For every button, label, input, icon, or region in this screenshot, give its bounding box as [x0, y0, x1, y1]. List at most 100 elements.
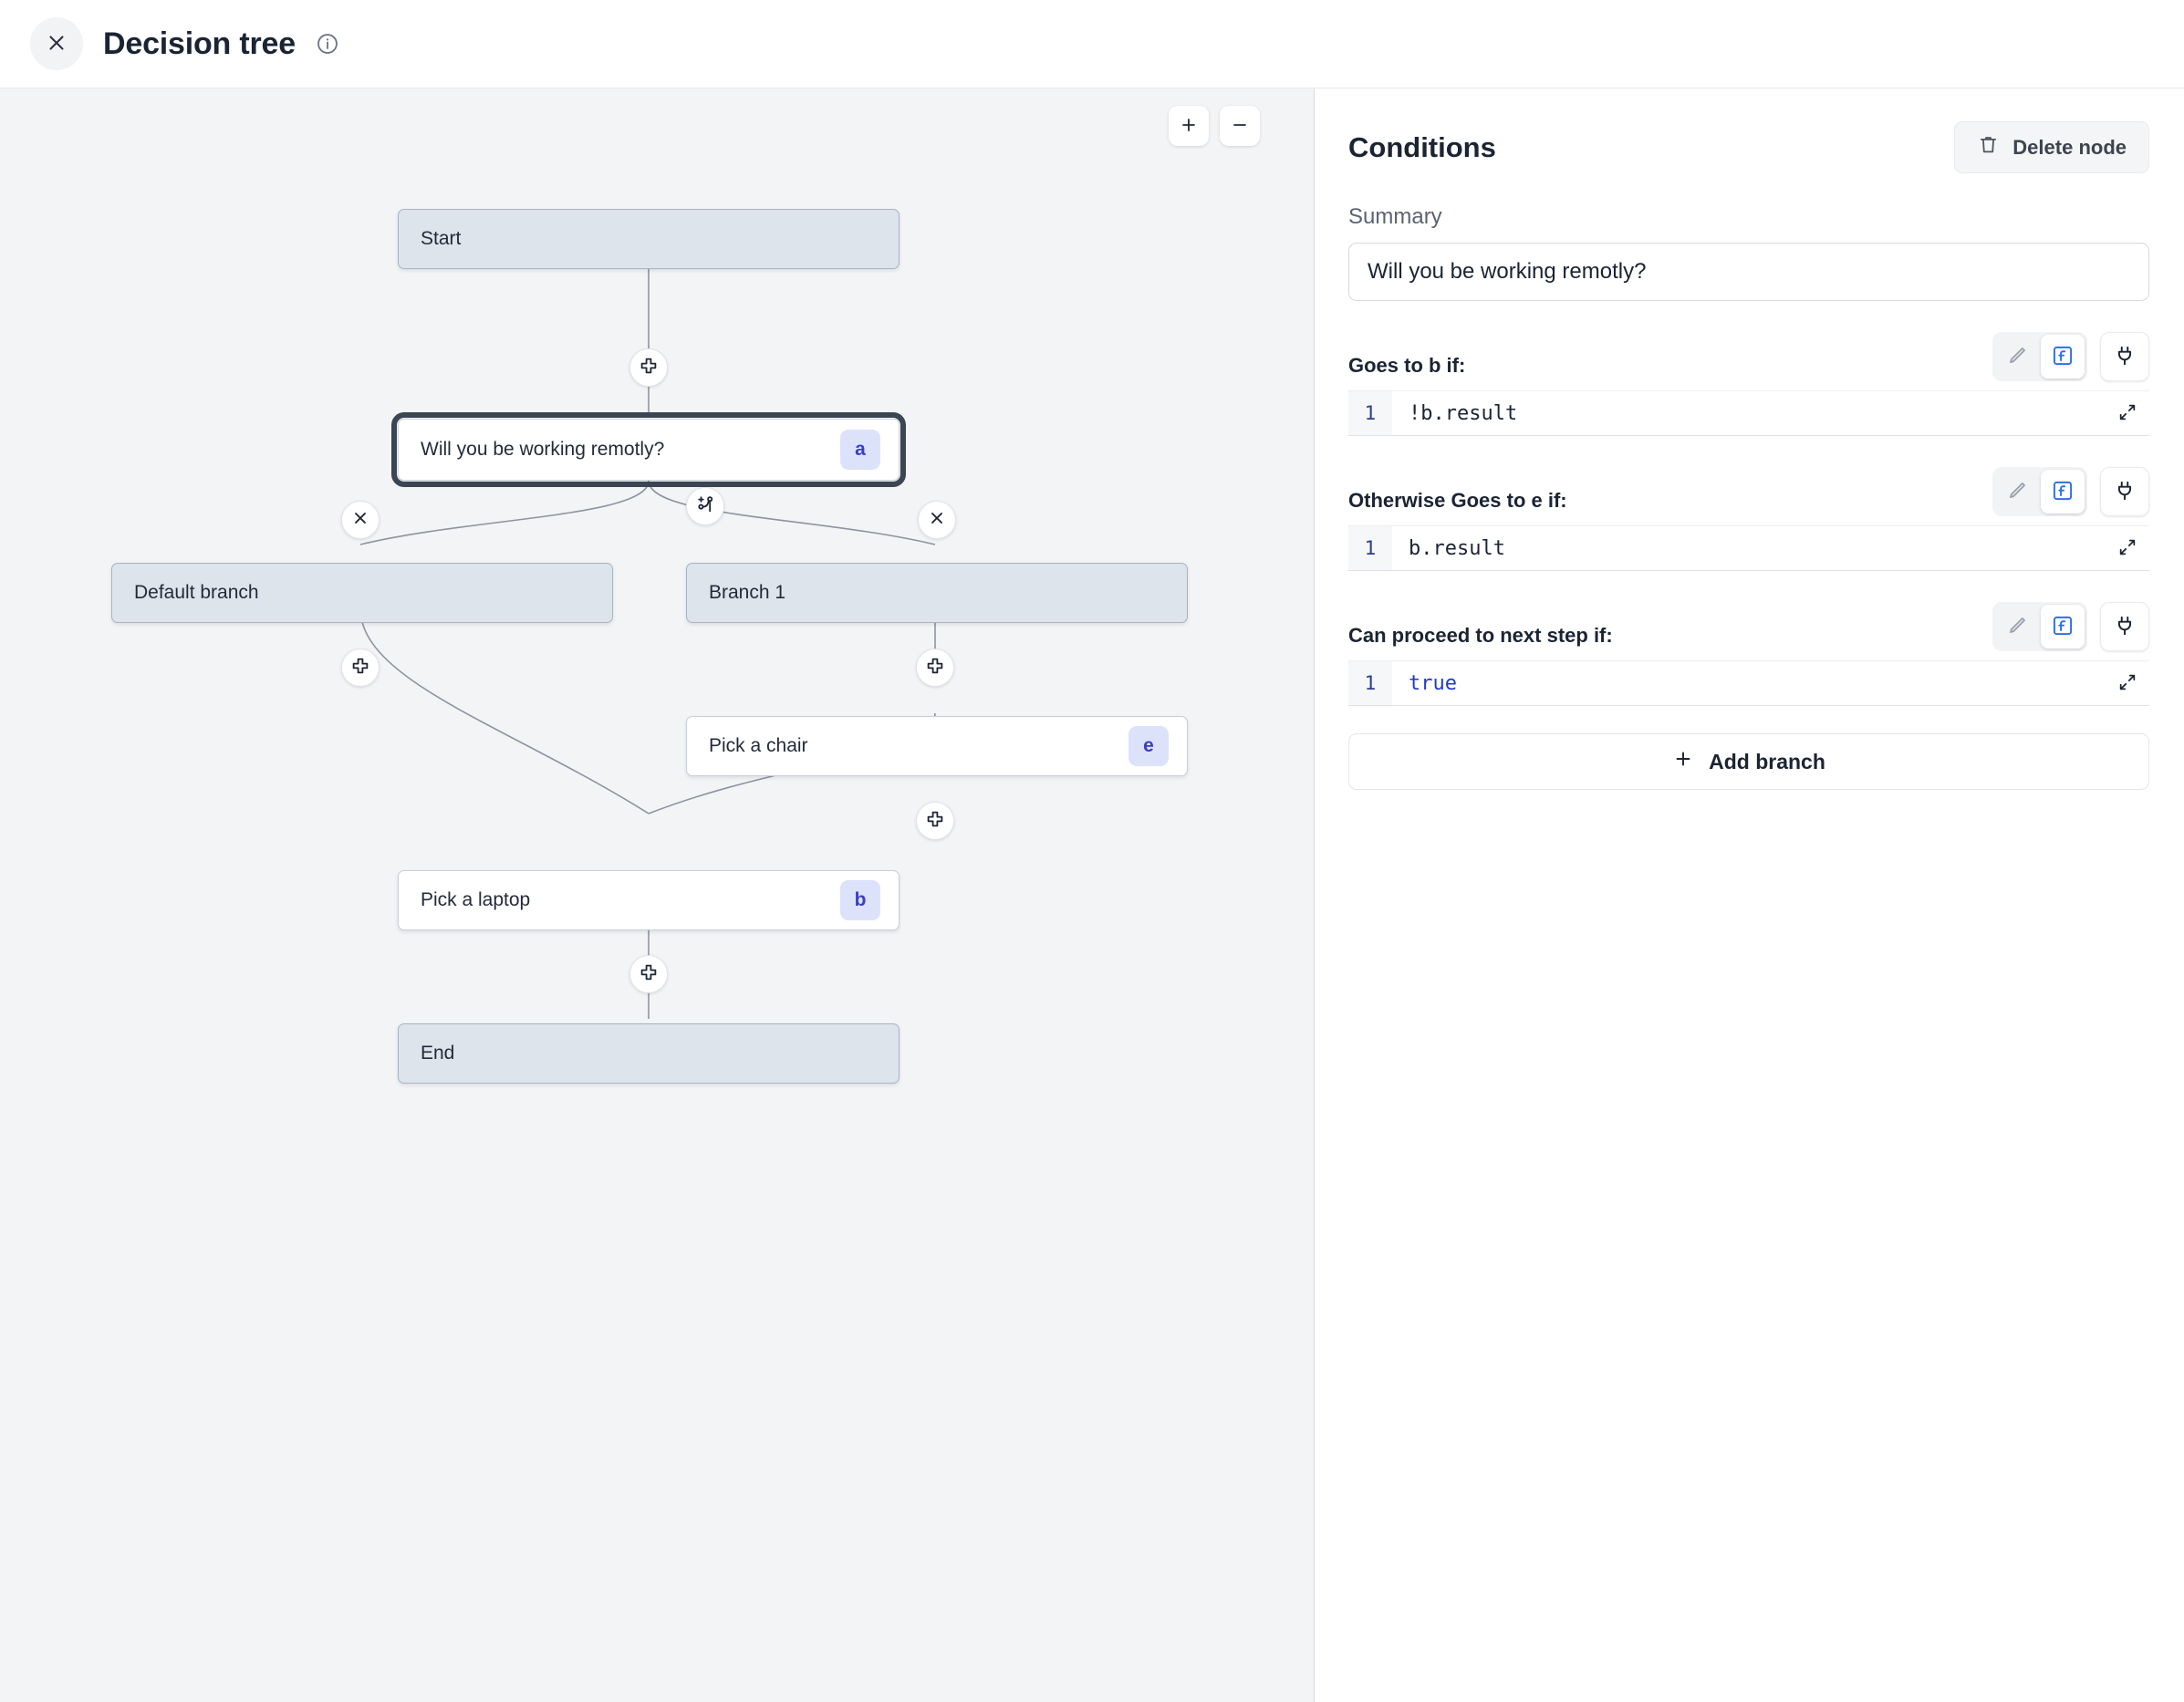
expand-editor-button[interactable]: [2109, 530, 2146, 566]
expression-mode-button[interactable]: [2041, 335, 2085, 379]
panel-title: Conditions: [1348, 130, 1496, 163]
app-header: Decision tree: [0, 0, 2184, 88]
expression-mode-button[interactable]: [2041, 605, 2085, 649]
flow-node-label: Pick a laptop: [421, 889, 531, 910]
flow-node-label: End: [421, 1043, 455, 1064]
plus-node-icon: [924, 808, 946, 835]
condition-tools: [1992, 602, 2149, 651]
summary-field: Summary: [1348, 204, 2149, 301]
flow-node-default-branch[interactable]: Default branch: [111, 563, 613, 623]
editor-mode-toggle: [1992, 332, 2087, 381]
flow-node-start[interactable]: Start: [398, 209, 900, 269]
plug-icon: [2113, 479, 2137, 505]
flow-node-label: Default branch: [134, 582, 259, 603]
line-number: 1: [1348, 661, 1392, 705]
condition-tools: [1992, 467, 2149, 516]
function-icon: [2051, 614, 2075, 640]
flow-node-pick-a-chair[interactable]: Pick a chair e: [686, 716, 1188, 776]
close-icon: [926, 507, 948, 534]
expression-mode-button[interactable]: [2041, 470, 2085, 514]
flow-node-conditions[interactable]: Will you be working remotly? a: [391, 412, 906, 487]
page-title: Decision tree: [103, 26, 296, 61]
connect-source-button[interactable]: [2100, 602, 2149, 651]
plus-node-icon: [349, 655, 371, 681]
plus-icon: [1179, 115, 1199, 138]
add-branch-handle[interactable]: [686, 487, 724, 525]
add-node-handle-start-conditions[interactable]: [629, 348, 668, 387]
plus-node-icon: [638, 355, 660, 381]
flow-node-end[interactable]: End: [398, 1023, 900, 1084]
info-icon[interactable]: [316, 32, 339, 56]
pencil-mode-button[interactable]: [1995, 605, 2039, 649]
expression-editor[interactable]: 1 !b.result: [1348, 390, 2149, 436]
condition-block-goes-to-b: Goes to b if:: [1348, 332, 2149, 436]
add-branch-icon: [694, 493, 716, 520]
add-node-handle-laptop-end[interactable]: [629, 955, 668, 993]
function-icon: [2051, 479, 2075, 505]
plus-node-icon: [924, 655, 946, 681]
expression-code[interactable]: b.result: [1409, 536, 1505, 560]
delete-edge-handle-default[interactable]: [341, 501, 380, 539]
close-button[interactable]: [30, 17, 83, 70]
condition-block-otherwise-goes-to-e: Otherwise Goes to e if:: [1348, 467, 2149, 571]
close-icon: [45, 31, 68, 57]
expand-icon: [2117, 672, 2137, 695]
condition-label: Can proceed to next step if:: [1348, 624, 1613, 647]
summary-label: Summary: [1348, 204, 1442, 229]
plus-icon: [1672, 748, 1694, 775]
close-icon: [349, 507, 371, 534]
flow-node-pick-a-laptop[interactable]: Pick a laptop b: [398, 870, 900, 930]
editor-mode-toggle: [1992, 602, 2087, 651]
node-badge: a: [840, 430, 880, 470]
line-number: 1: [1348, 526, 1392, 570]
expression-code[interactable]: true: [1409, 671, 1457, 695]
condition-label: Goes to b if:: [1348, 354, 1466, 377]
expand-editor-button[interactable]: [2109, 665, 2146, 701]
delete-node-label: Delete node: [2012, 135, 2127, 159]
flow-node-label: Pick a chair: [709, 735, 808, 756]
add-node-handle-branch1-chair[interactable]: [916, 649, 954, 687]
trash-icon: [1977, 133, 2000, 161]
expression-editor[interactable]: 1 true: [1348, 660, 2149, 706]
add-branch-button[interactable]: Add branch: [1348, 733, 2149, 790]
flow-canvas[interactable]: Start Will you be working remotly? a Def…: [0, 88, 1315, 1702]
expand-icon: [2117, 402, 2137, 425]
flow-node-label: Start: [421, 228, 462, 249]
flow-node-label: Will you be working remotly?: [421, 439, 665, 460]
pencil-mode-button[interactable]: [1995, 470, 2039, 514]
add-node-handle-default-laptop[interactable]: [341, 649, 380, 687]
editor-mode-toggle: [1992, 467, 2087, 516]
conditions-panel: Conditions Delete node Summary Goes to b…: [1316, 88, 2184, 1702]
expand-editor-button[interactable]: [2109, 395, 2146, 431]
pencil-icon: [2005, 479, 2029, 505]
plug-icon: [2113, 614, 2137, 640]
condition-block-can-proceed: Can proceed to next step if:: [1348, 602, 2149, 706]
summary-input[interactable]: [1348, 243, 2149, 301]
delete-edge-handle-branch1[interactable]: [918, 501, 956, 539]
condition-tools: [1992, 332, 2149, 381]
expand-icon: [2117, 537, 2137, 560]
condition-label: Otherwise Goes to e if:: [1348, 489, 1567, 512]
minus-icon: [1230, 115, 1250, 138]
connect-source-button[interactable]: [2100, 467, 2149, 516]
zoom-controls: [1169, 106, 1260, 146]
connect-source-button[interactable]: [2100, 332, 2149, 381]
add-node-handle-chair-laptop[interactable]: [916, 802, 954, 840]
pencil-icon: [2005, 614, 2029, 640]
pencil-icon: [2005, 344, 2029, 370]
node-badge: b: [840, 880, 880, 920]
pencil-mode-button[interactable]: [1995, 335, 2039, 379]
line-number: 1: [1348, 391, 1392, 435]
expression-editor[interactable]: 1 b.result: [1348, 525, 2149, 571]
delete-node-button[interactable]: Delete node: [1954, 121, 2149, 173]
function-icon: [2051, 344, 2075, 370]
flow-node-branch-1[interactable]: Branch 1: [686, 563, 1188, 623]
plus-node-icon: [638, 961, 660, 988]
panel-header: Conditions Delete node: [1348, 121, 2149, 173]
zoom-out-button[interactable]: [1220, 106, 1260, 146]
flow-node-label: Branch 1: [709, 582, 786, 603]
expression-code[interactable]: !b.result: [1409, 401, 1518, 425]
node-badge: e: [1128, 726, 1169, 766]
plug-icon: [2113, 344, 2137, 370]
zoom-in-button[interactable]: [1169, 106, 1209, 146]
